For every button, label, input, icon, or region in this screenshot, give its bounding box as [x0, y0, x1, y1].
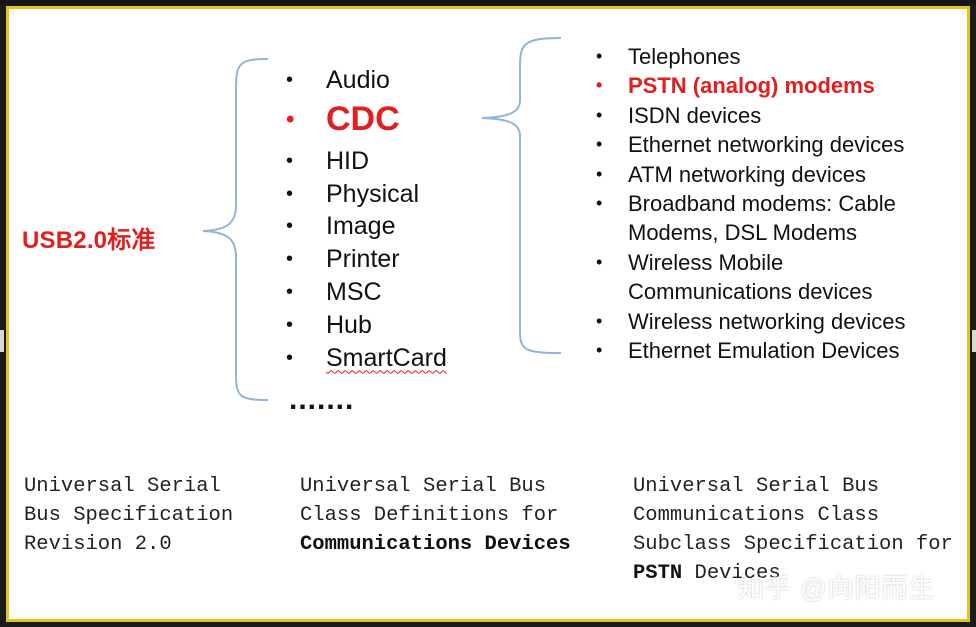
bullet-icon: •: [286, 105, 295, 133]
cdc-device-item: • Ethernet networking devices: [596, 130, 906, 159]
caption-pstn-spec-bold: PSTN: [633, 562, 683, 585]
bullet-icon: •: [286, 69, 294, 91]
more-indicator: .......: [289, 383, 355, 416]
bullet-icon: •: [596, 46, 603, 66]
device-class-item: • Audio: [286, 64, 447, 97]
cdc-device-item: • Wireless networking devices: [596, 307, 906, 336]
device-class-item: • Hub: [286, 309, 447, 342]
device-class-label: Audio: [326, 66, 390, 94]
cdc-device-label: ATM networking devices: [628, 161, 867, 187]
left-edge-marker: [0, 330, 4, 352]
device-class-label: Physical: [326, 179, 420, 208]
bullet-icon: •: [286, 248, 294, 271]
left-brace: [202, 58, 269, 401]
cdc-device-item: • Broadband modems: Cable Modems, DSL Mod…: [596, 189, 906, 248]
cdc-device-item: • Wireless Mobile Communications devices: [596, 248, 906, 307]
cdc-device-item: • Ethernet Emulation Devices: [596, 336, 906, 365]
device-class-item: • CDC: [286, 97, 447, 145]
usb-standard-title: USB2.0标准: [22, 227, 156, 254]
bullet-icon: •: [596, 104, 603, 125]
device-class-item: • Image: [286, 210, 447, 243]
bullet-icon: •: [286, 280, 294, 303]
right-edge-marker: [972, 330, 976, 352]
caption-pstn-spec-tail: Devices: [682, 562, 781, 585]
device-class-label: MSC: [326, 277, 382, 306]
caption-cdc-spec-bold: Communications Devices: [300, 533, 571, 556]
device-class-label: SmartCard: [326, 343, 447, 372]
caption-cdc-spec: Universal Serial Bus Class Definitions f…: [300, 472, 571, 559]
bullet-icon: •: [286, 182, 294, 205]
cdc-device-list: • Telephones • PSTN (analog) modems • ISDN de…: [596, 42, 906, 365]
watermark: 知乎 @向阳而生: [738, 573, 936, 603]
bullet-icon: •: [596, 75, 603, 96]
device-class-label: Image: [326, 212, 396, 241]
bullet-icon: •: [286, 149, 294, 172]
cdc-device-label: Ethernet Emulation Devices: [628, 338, 900, 364]
bullet-icon: •: [286, 313, 294, 336]
bullet-icon: •: [596, 310, 603, 331]
device-class-item: • MSC: [286, 276, 447, 309]
bullet-icon: •: [286, 215, 294, 238]
cdc-device-label: Telephones: [628, 44, 741, 69]
cdc-device-item: • PSTN (analog) modems: [596, 71, 906, 100]
caption-usb-spec: Universal Serial Bus Specification Revis…: [24, 475, 234, 556]
top-edge: [0, 0, 976, 5]
cdc-device-label: Wireless Mobile Communications devices: [628, 249, 873, 305]
bullet-icon: •: [596, 193, 603, 214]
device-class-item: • HID: [286, 145, 447, 178]
device-class-label: Printer: [326, 245, 400, 274]
caption-pstn-spec-plain: Universal Serial Bus Communications Clas…: [633, 475, 953, 556]
device-class-item: • Physical: [286, 178, 447, 211]
cdc-device-item: • Telephones: [596, 42, 906, 71]
cdc-device-label: Broadband modems: Cable Modems, DSL Mode…: [628, 191, 896, 246]
cdc-device-item: • ATM networking devices: [596, 160, 906, 189]
device-class-list: • Audio • CDC • HID • Physical • Image • Printer • MS…: [286, 64, 447, 374]
device-class-label: CDC: [326, 99, 400, 138]
bullet-icon: •: [596, 163, 603, 184]
bullet-icon: •: [596, 134, 603, 155]
cdc-device-label: Wireless networking devices: [628, 308, 906, 334]
device-class-label: HID: [326, 146, 370, 175]
bullet-icon: •: [286, 346, 294, 369]
bullet-icon: •: [596, 251, 603, 272]
cdc-device-label: Ethernet networking devices: [628, 132, 905, 158]
cdc-device-label: ISDN devices: [628, 102, 762, 128]
right-brace: [481, 37, 562, 354]
device-class-label: Hub: [326, 310, 372, 339]
bullet-icon: •: [596, 340, 603, 361]
device-class-item: • Printer: [286, 243, 447, 276]
slide: [9, 9, 967, 619]
cdc-device-label: PSTN (analog) modems: [628, 73, 875, 99]
cdc-device-item: • ISDN devices: [596, 101, 906, 130]
device-class-item: • SmartCard: [286, 342, 447, 375]
caption-pstn-spec: Universal Serial Bus Communications Clas…: [633, 472, 953, 588]
caption-cdc-spec-plain: Universal Serial Bus Class Definitions f…: [300, 475, 559, 527]
